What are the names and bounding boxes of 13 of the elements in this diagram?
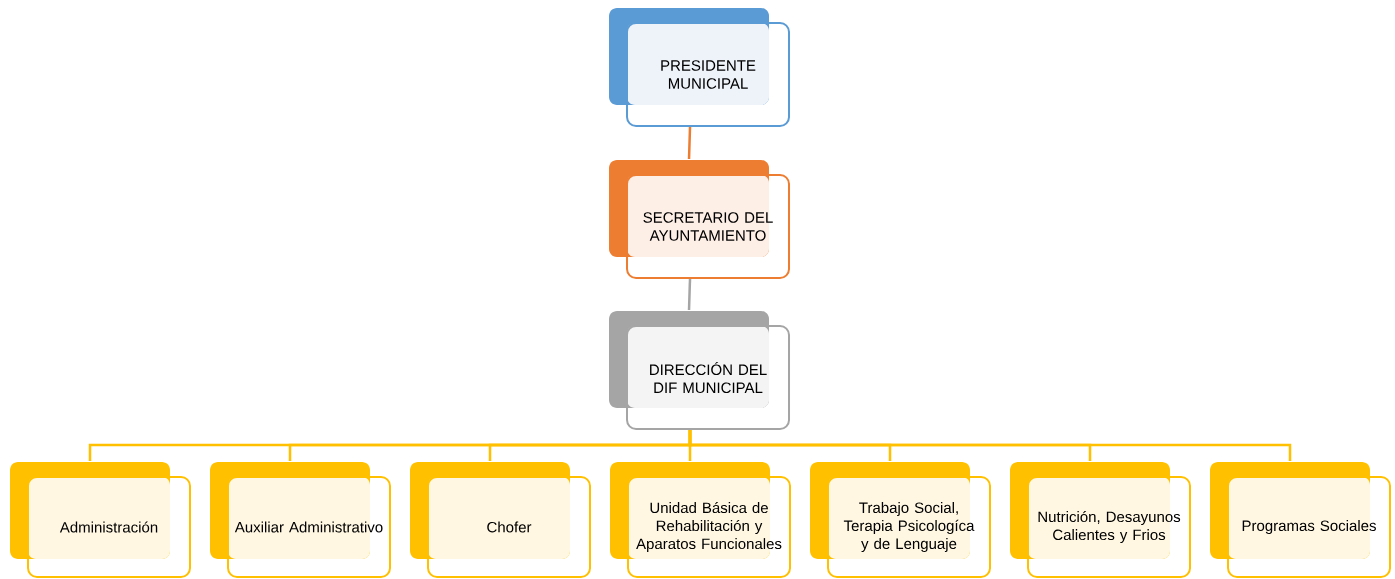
org-box: Administración (10, 462, 191, 578)
org-box: Nutrición, Desayunos Calientes y Frios (1010, 462, 1191, 578)
org-box: Programas Sociales (1210, 462, 1391, 578)
connector-line (687, 278, 692, 311)
org-box: Chofer (410, 462, 591, 578)
org-box: Auxiliar Administrativo (210, 462, 391, 578)
connector-line (688, 430, 1292, 461)
org-box: PRESIDENTE MUNICIPAL (609, 8, 790, 127)
org-box: DIRECCIÓN DEL DIF MUNICIPAL (609, 311, 790, 430)
org-box: Trabajo Social, Terapia Psicologíca y de Lenguaje (810, 462, 991, 578)
org-box: SECRETARIO DEL AYUNTAMIENTO (609, 160, 790, 279)
org-box: Unidad Básica de Rehabilitación y Aparatos Funcionales (610, 462, 791, 578)
connector-line (687, 126, 692, 160)
